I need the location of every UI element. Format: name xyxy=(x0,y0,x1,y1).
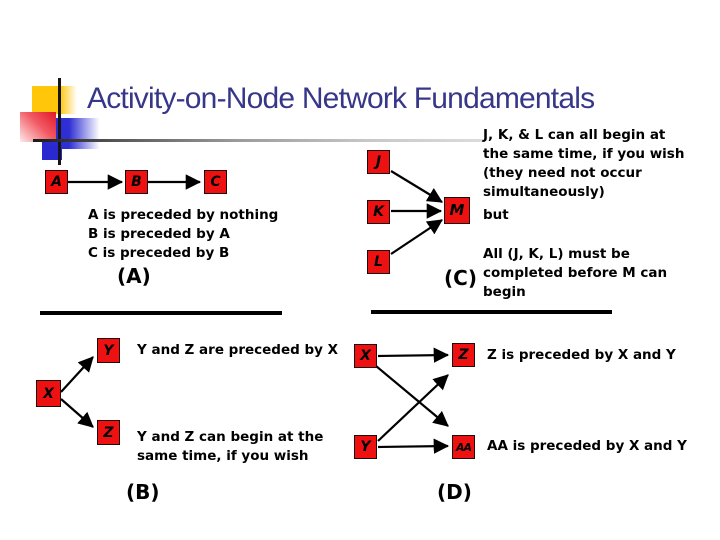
node-c-label: C xyxy=(210,174,221,190)
section-c-caption-top: J, K, & L can all begin at the same time… xyxy=(483,126,684,202)
node-c: C xyxy=(204,170,227,194)
divider-line-c xyxy=(371,310,612,314)
node-l-label: L xyxy=(374,254,383,270)
section-d-caption-top: Z is preceded by X and Y xyxy=(487,347,676,363)
section-c-caption-top-line-3: (they need not occur xyxy=(483,165,642,181)
section-c-caption-bottom-line-3: begin xyxy=(483,284,526,300)
slide-title: Activity-on-Node Network Fundamentals xyxy=(87,82,595,115)
node-l: L xyxy=(367,250,390,274)
arrow-x-to-y xyxy=(60,356,94,393)
node-m-label: M xyxy=(449,201,465,219)
node-k-label: K xyxy=(373,204,384,220)
node-aa-label: AA xyxy=(455,440,472,454)
node-j-label: J xyxy=(375,154,382,170)
arrow-l-to-m xyxy=(390,219,443,255)
section-d-label: (D) xyxy=(437,480,472,504)
node-m: M xyxy=(444,197,470,224)
node-x-label: X xyxy=(43,385,54,402)
node-b: B xyxy=(125,170,148,194)
section-a-caption-line-2: B is preceded by A xyxy=(88,226,230,242)
section-b-caption-top: Y and Z are preceded by X xyxy=(137,342,339,358)
section-a-label: (A) xyxy=(117,264,151,288)
section-b-caption-bottom-line-1: Y and Z can begin at the xyxy=(137,429,324,445)
node-b-label: B xyxy=(131,174,142,190)
node-z2-label: Z xyxy=(458,347,469,363)
node-x: X xyxy=(36,380,61,407)
node-y2: Y xyxy=(354,435,377,459)
node-z2: Z xyxy=(452,343,475,367)
node-z: Z xyxy=(97,420,120,445)
arrow-y-to-z2 xyxy=(377,374,449,442)
arrow-j-to-m xyxy=(390,170,443,203)
node-a: A xyxy=(45,170,68,194)
section-a-caption-line-1: A is preceded by nothing xyxy=(88,207,279,223)
section-b-caption-bottom: Y and Z can begin at the same time, if y… xyxy=(137,428,323,466)
arrow-x-to-z xyxy=(60,398,94,428)
section-c-caption-top-line-4: simultaneously) xyxy=(483,184,605,200)
section-a-caption: A is preceded by nothing B is preceded b… xyxy=(88,206,278,263)
section-c-caption-bottom: All (J, K, L) must be completed before M… xyxy=(483,245,667,302)
arrow-x-to-aa xyxy=(375,365,449,427)
node-a-label: A xyxy=(51,174,62,190)
node-j: J xyxy=(367,150,390,174)
arrow-x-to-z2 xyxy=(377,347,450,363)
node-z-label: Z xyxy=(103,424,114,441)
node-x2: X xyxy=(354,344,377,368)
node-y-label: Y xyxy=(103,342,114,359)
decor-blue-square-small xyxy=(42,145,62,160)
section-c-caption-bottom-line-1: All (J, K, L) must be xyxy=(483,246,630,262)
section-b-caption-bottom-line-2: same time, if you wish xyxy=(137,448,309,464)
node-y2-label: Y xyxy=(360,439,371,455)
section-c-caption-bottom-line-2: completed before M can xyxy=(483,265,668,281)
decor-yellow-square xyxy=(32,86,77,114)
decor-red-square xyxy=(20,112,56,142)
section-d-caption-bottom: AA is preceded by X and Y xyxy=(487,438,687,454)
title-underline-rule xyxy=(33,139,483,142)
node-y: Y xyxy=(97,338,120,363)
section-b-label: (B) xyxy=(126,480,160,504)
arrow-y-to-aa xyxy=(377,438,450,454)
section-c-caption-but: but xyxy=(483,207,509,223)
section-c-label: (C) xyxy=(444,266,477,290)
decor-vertical-line xyxy=(58,78,61,165)
node-k: K xyxy=(367,200,390,224)
section-c-caption-top-line-2: the same time, if you wish xyxy=(483,146,685,162)
divider-line-a xyxy=(40,311,282,315)
node-aa: AA xyxy=(452,435,475,459)
section-c-caption-top-line-1: J, K, & L can all begin at xyxy=(483,127,666,143)
section-a-caption-line-3: C is preceded by B xyxy=(88,245,230,261)
node-x2-label: X xyxy=(360,348,371,364)
